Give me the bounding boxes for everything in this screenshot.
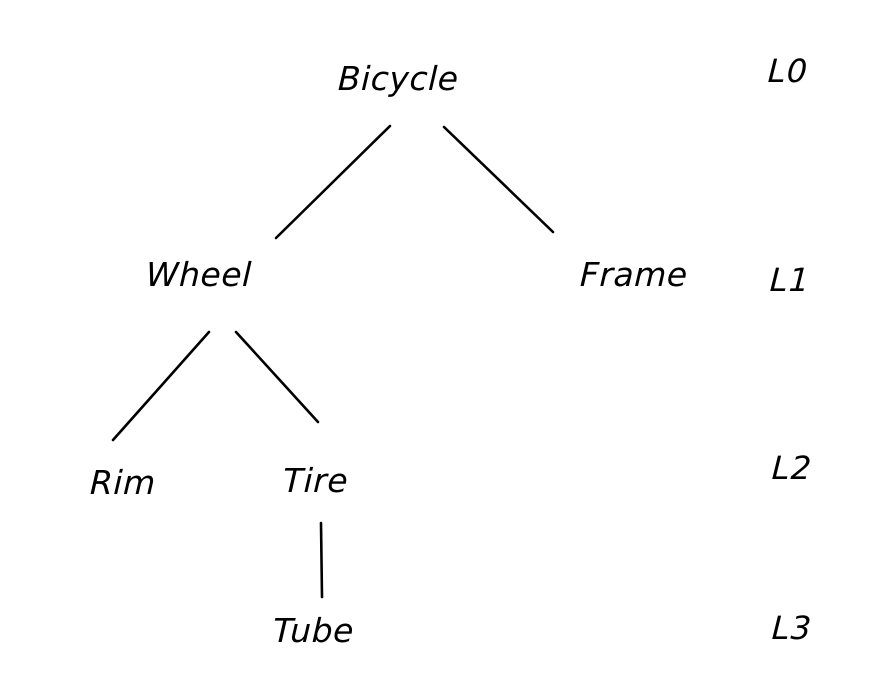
node-bicycle[interactable]: Bicycle <box>337 59 460 98</box>
edge-wheel-tire <box>234 330 320 424</box>
level-label-l1: L1 <box>769 261 812 299</box>
level-label-l3: L3 <box>771 609 814 647</box>
node-tire[interactable]: Tire <box>282 461 349 500</box>
node-rim[interactable]: Rim <box>89 463 157 502</box>
node-tube[interactable]: Tube <box>272 611 355 650</box>
level-label-l0: L0 <box>767 52 810 90</box>
node-wheel[interactable]: Wheel <box>145 255 253 294</box>
node-frame[interactable]: Frame <box>579 255 689 294</box>
edge-wheel-rim <box>111 330 211 442</box>
edge-tire-tube <box>319 521 324 599</box>
edge-bicycle-frame <box>442 125 555 234</box>
edge-bicycle-wheel <box>274 124 392 240</box>
level-label-l2: L2 <box>771 449 814 487</box>
